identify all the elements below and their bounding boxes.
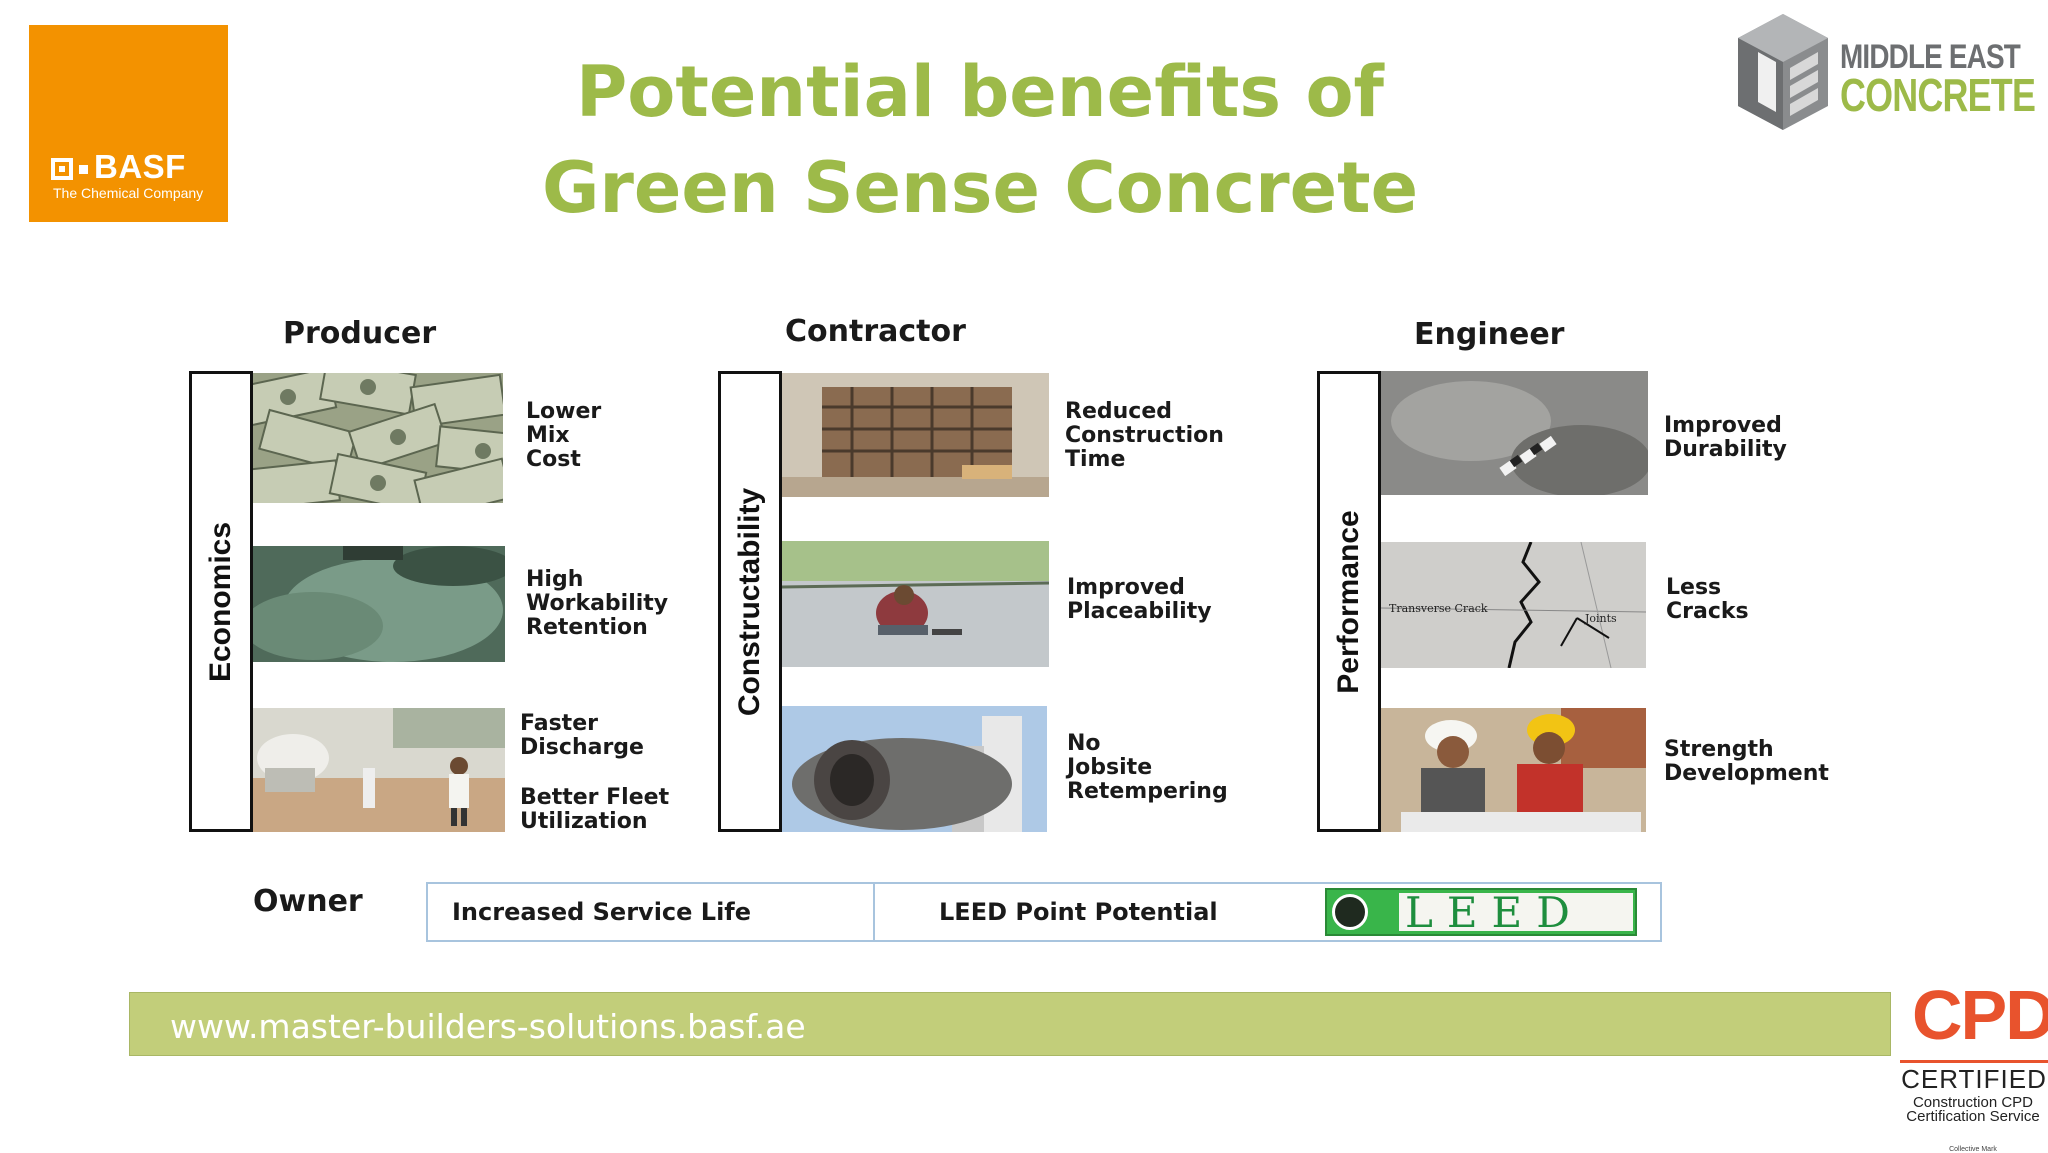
worker-finishing-photo	[782, 541, 1049, 667]
crack-photo-label: Transverse Crack	[1389, 602, 1488, 615]
money-photo	[253, 373, 503, 503]
basf-logo-name: BASF	[94, 148, 186, 185]
leed-point-potential: LEED Point Potential	[939, 898, 1218, 926]
mec-logo-line2: CONCRETE	[1840, 69, 2036, 121]
mec-logo-line1: MIDDLE EAST	[1840, 38, 2021, 76]
benefit-faster-discharge: Faster Discharge	[520, 711, 644, 760]
slide-title-line2: Green Sense Concrete	[541, 147, 1419, 229]
basf-logo: BASF The Chemical Company	[29, 25, 228, 222]
benefit-no-jobsite-retempering: No Jobsite Retempering	[1067, 731, 1228, 804]
performance-category-box: Performance	[1317, 371, 1381, 832]
cpd-logo-mark: Collective Mark	[1949, 1146, 1997, 1153]
mixer-drum-photo	[782, 706, 1047, 832]
cpd-certified-logo: CPD CERTIFIED Construction CPD Certifica…	[1898, 976, 2048, 1153]
cpd-logo-service: Construction CPD Certification Service	[1906, 1094, 2040, 1125]
performance-label: Performance	[1332, 509, 1365, 694]
cracked-slab-photo: Transverse Crack Joints	[1381, 542, 1646, 668]
concrete-surface-photo	[1381, 371, 1648, 495]
benefit-better-fleet-utilization: Better Fleet Utilization	[520, 785, 670, 834]
owner-label: Owner	[253, 884, 363, 919]
footer-bar: www.master-builders-solutions.basf.ae	[129, 992, 1891, 1056]
benefit-high-workability-retention: High Workability Retention	[526, 567, 669, 640]
slide-title: Potential benefits of Green Sense Concre…	[520, 44, 1440, 236]
slide-title-line1: Potential benefits of	[575, 51, 1385, 133]
benefit-lower-mix-cost: Lower Mix Cost	[526, 399, 602, 472]
constructability-label: Constructability	[733, 487, 766, 716]
benefit-strength-development: Strength Development	[1664, 737, 1829, 786]
usgbc-leaf-icon	[1332, 894, 1368, 930]
mec-cube-icon	[1738, 14, 1828, 130]
middle-east-concrete-logo: MIDDLE EAST CONCRETE	[1728, 12, 2038, 132]
owner-benefit-cell-1: Increased Service Life	[428, 884, 875, 940]
footer-url: www.master-builders-solutions.basf.ae	[170, 1007, 806, 1046]
cpd-logo-big: CPD	[1912, 976, 2048, 1054]
economics-category-box: Economics	[189, 371, 253, 832]
producer-header: Producer	[283, 316, 437, 351]
engineers-photo	[1381, 708, 1646, 832]
leed-logo: LEED	[1325, 888, 1637, 937]
owner-benefits-box: Increased Service Life LEED Point Potent…	[426, 882, 1662, 942]
building-site-photo	[782, 373, 1049, 497]
basf-logo-tagline: The Chemical Company	[53, 185, 204, 201]
owner-benefit-cell-2: LEED Point Potential	[875, 884, 1660, 940]
constructability-category-box: Constructability	[718, 371, 782, 832]
engineer-header: Engineer	[1414, 317, 1565, 352]
joints-photo-label: Joints	[1584, 612, 1617, 625]
benefit-less-cracks: Less Cracks	[1666, 575, 1749, 624]
economics-label: Economics	[204, 521, 237, 682]
benefit-improved-durability: Improved Durability	[1664, 413, 1787, 462]
mixer-truck-site-photo	[253, 708, 505, 832]
benefit-improved-placeability: Improved Placeability	[1067, 575, 1212, 624]
fresh-concrete-photo	[253, 546, 505, 662]
contractor-header: Contractor	[785, 314, 966, 349]
benefit-reduced-construction-time: Reduced Construction Time	[1065, 399, 1224, 472]
increased-service-life: Increased Service Life	[452, 898, 752, 926]
leed-logo-word: LEED	[1405, 888, 1584, 937]
cpd-logo-certified: CERTIFIED	[1900, 1060, 2048, 1093]
